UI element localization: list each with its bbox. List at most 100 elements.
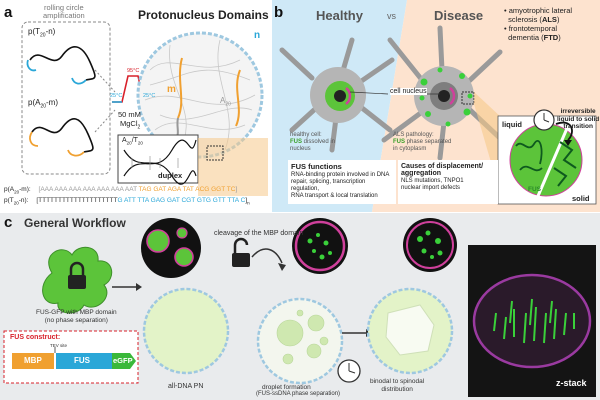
zstack-label: z-stack <box>556 378 587 388</box>
duplex-ratio: A20/T20 <box>122 137 143 145</box>
micro3-spots <box>417 230 443 259</box>
bullet-als-text: amyotrophic lateral <box>508 6 573 15</box>
healthy-cell-3: dissolved in <box>303 139 336 145</box>
seq-a-orange: TAG GAT AGA TAT ACG GGT TC <box>138 186 236 193</box>
seq-t-close: ] <box>245 197 248 204</box>
duplex-label: duplex <box>158 171 183 180</box>
unlock-body <box>232 253 250 267</box>
bullet-als-b: sclerosis ( <box>508 15 542 24</box>
m-letter: m <box>167 84 176 95</box>
micro1-drop-2 <box>174 247 194 267</box>
ratio-a: A <box>122 137 127 144</box>
liquid-label: liquid <box>502 120 522 129</box>
buffer-sub: 2 <box>137 124 141 131</box>
causes-text-2: nuclear import defects <box>401 185 461 191</box>
temp-low-label-2: 25°C <box>143 93 156 99</box>
a-strand-end: -m) <box>46 98 59 107</box>
transition-label: irreversible liquid to solid transition <box>557 108 599 131</box>
t-strand-blue-2 <box>71 77 87 85</box>
m-domain-strand <box>177 57 183 119</box>
fus-small-label: FUS <box>528 186 541 193</box>
vs-label: vs <box>387 11 396 21</box>
seq-a-end: -m): <box>19 186 31 193</box>
pn-label: all-DNA PN <box>168 383 204 390</box>
seq-t-blue: G ATT TTA GAG GAT CGT GTG GTT TTA C <box>117 197 246 204</box>
fus-block <box>56 353 112 369</box>
cell-nucleus-label: cell nucleus <box>390 88 427 95</box>
causes-text-1: NLS mutations, TNPO1 <box>401 178 464 184</box>
lock-shackle <box>69 261 85 275</box>
binodal-2: distribution <box>381 386 413 393</box>
panel-c-label: c <box>4 214 13 231</box>
zoom-target <box>206 145 224 161</box>
t-strand-black <box>29 46 96 81</box>
healthy-cell-1: healthy cell: <box>290 132 322 138</box>
healthy-title: Healthy <box>316 8 363 23</box>
causes-box: Causes of displacement/ aggregation NLS … <box>398 160 498 204</box>
arrow-1-head <box>136 283 142 291</box>
buffer-mgcl: MgCl <box>120 119 138 128</box>
liquid-strand-2 <box>519 165 543 172</box>
micrograph-3 <box>403 218 457 272</box>
seq-t-row: p(T20-n): [TTTTTTTTTTTTTTTTTTTTG ATT TTA… <box>4 197 250 205</box>
bullet-als-post: ) <box>556 15 560 24</box>
bullet-als-abbr: ALS <box>541 15 557 24</box>
fus-text-1: RNA-binding protein involved in DNA <box>291 172 390 178</box>
droplet-1: droplet formation <box>262 384 311 391</box>
micro2-ring <box>294 220 346 272</box>
t-strand-end: -n) <box>45 27 56 36</box>
duplex-helix <box>123 139 197 185</box>
als-3: phase separated <box>406 139 452 145</box>
causes-title-2: aggregation <box>401 170 442 177</box>
bullet-als: • amyotrophic lateral sclerosis (ALS) <box>504 6 573 24</box>
seq-t-end: -n): <box>18 197 29 204</box>
transition-2: liquid to solid <box>557 115 600 123</box>
clock-c-hand-2 <box>348 370 356 374</box>
causes-title-1: Causes of displacement/ <box>401 163 484 170</box>
seq-t-grey: [TTTTTTTTTTTTTTTTTTTT <box>36 197 118 204</box>
fus-functions-box: FUS functions RNA-binding protein involv… <box>288 160 396 204</box>
a20-label: A20 <box>220 96 231 108</box>
healthy-cell-4: nucleus <box>290 146 311 152</box>
t-strand-sub: 20 <box>40 32 46 39</box>
micro3-ring <box>406 221 454 269</box>
arrow-2-head <box>278 263 286 271</box>
lock-body <box>68 275 86 289</box>
healthy-cell-caption: healthy cell: FUS dissolved in nucleus <box>290 132 335 153</box>
duplex-zoom-wedge <box>198 138 268 196</box>
seq-t-sub2: n <box>247 200 250 206</box>
droplet-caption-2: (FUS-ssDNA phase separation) <box>256 391 341 397</box>
fus-functions-title: FUS functions <box>291 162 342 171</box>
a20-sub: 20 <box>225 101 231 108</box>
buffer-line-2: MgCl2 <box>120 119 140 131</box>
ratio-mid: /T <box>131 137 138 144</box>
als-fus: FUS <box>393 139 405 145</box>
panel-b-drawing <box>272 0 600 212</box>
fus-text-2: repair, splicing, transcription regulati… <box>291 179 366 192</box>
panel-a-drawing <box>21 21 268 196</box>
solid-label: solid <box>572 194 590 203</box>
seq-a-sub: 20 <box>14 189 20 195</box>
binodal-caption: binodal to spinodal distribution <box>370 378 424 394</box>
pn-circle-1 <box>142 287 230 375</box>
als-4: in cytoplasm <box>393 146 427 152</box>
arrow-a <box>94 109 116 133</box>
temp-low-label-1: 25°C <box>110 93 123 99</box>
ratio-sub-2: 20 <box>137 140 143 146</box>
bullet-ftd-abbr: FTD <box>543 33 559 42</box>
t-strand-label: p(T20-n) <box>28 27 55 39</box>
healthy-neuron <box>279 37 395 153</box>
n-letter: n <box>254 30 261 41</box>
temp-high-label: 95°C <box>127 68 140 74</box>
disease-bullets: • amyotrophic lateral sclerosis (ALS) • … <box>504 6 572 42</box>
rca-box <box>21 21 111 175</box>
a-strand-label: p(A20-m) <box>28 98 58 110</box>
zstack-fibers <box>493 298 575 344</box>
egfp-block <box>112 353 136 369</box>
workflow-title: General Workflow <box>24 216 126 230</box>
disease-nucleolus <box>438 90 450 102</box>
cytoplasm-droplets <box>419 67 473 127</box>
micro1-drop-1 <box>146 229 170 253</box>
healthy-rna <box>345 87 352 105</box>
droplet-group <box>276 309 329 365</box>
